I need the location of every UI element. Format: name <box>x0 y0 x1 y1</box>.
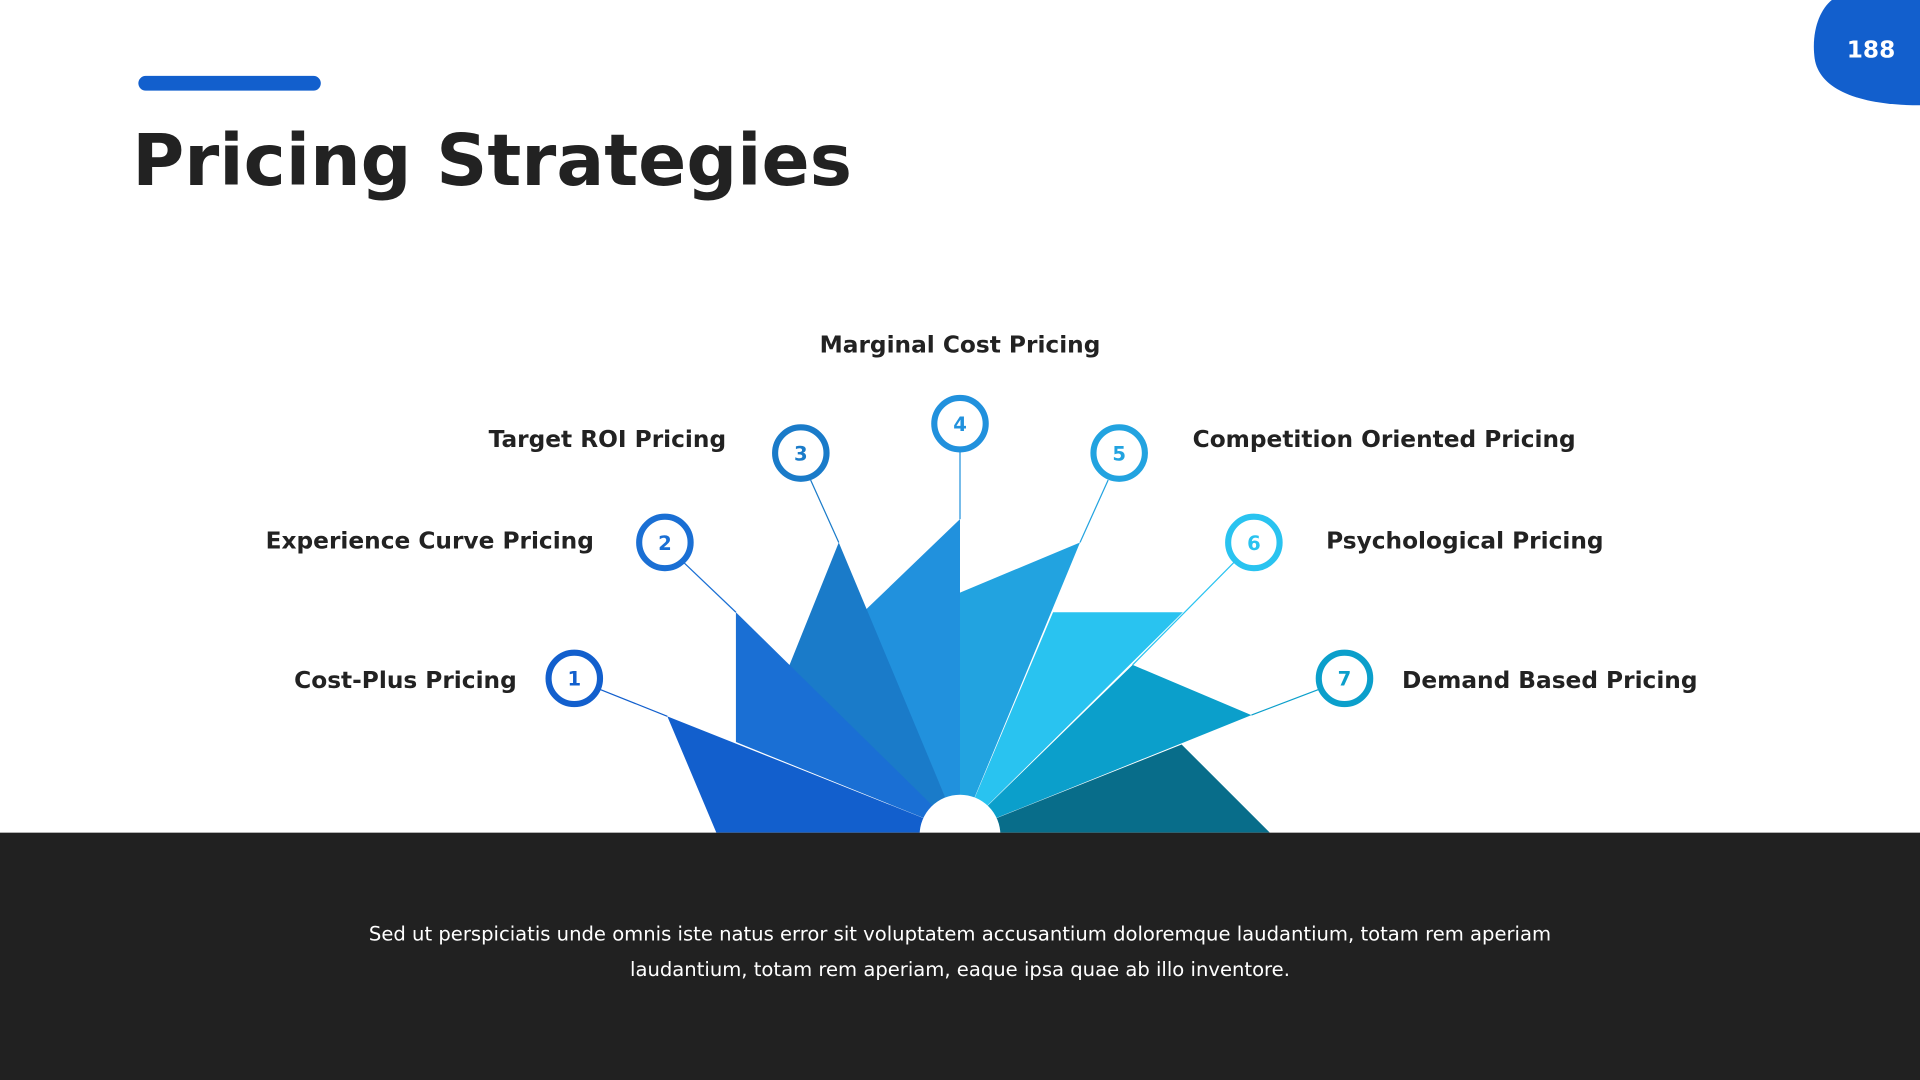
petal-5 <box>960 542 1080 833</box>
strategy-label-5: Competition Oriented Pricing <box>1193 426 1576 453</box>
connector-7 <box>1251 688 1319 716</box>
strategy-label-2: Experience Curve Pricing <box>266 528 594 555</box>
page-title: Pricing Strategies <box>132 119 852 202</box>
strategy-label-6: Psychological Pricing <box>1326 528 1603 555</box>
description-line-1: Sed ut perspiciatis unde omnis iste natu… <box>369 922 1551 945</box>
marker-7: 7 <box>1315 649 1374 708</box>
connector-2 <box>682 561 737 613</box>
marker-2: 2 <box>636 513 694 572</box>
marker-number: 4 <box>953 413 967 436</box>
strategy-label-3: Target ROI Pricing <box>489 426 726 453</box>
connector-5 <box>1079 479 1109 543</box>
marker-4: 4 <box>931 394 989 453</box>
fan-diagram <box>667 519 1270 876</box>
connector-3 <box>810 479 840 543</box>
page-number-badge <box>1813 0 1920 106</box>
footer-band <box>0 832 1920 1080</box>
petal-8 <box>960 744 1270 833</box>
strategy-label-7: Demand Based Pricing <box>1402 667 1697 694</box>
connector-6 <box>1132 561 1235 666</box>
marker-number: 2 <box>658 532 672 555</box>
petal-1 <box>667 716 960 833</box>
page-number: 188 <box>1847 37 1896 64</box>
petal-3 <box>788 542 960 833</box>
strategy-label-4: Marginal Cost Pricing <box>820 332 1101 359</box>
petal-4 <box>865 519 960 833</box>
marker-number: 5 <box>1112 442 1126 465</box>
marker-3: 3 <box>772 424 830 482</box>
marker-5: 5 <box>1090 424 1148 482</box>
title-accent-bar <box>138 75 321 91</box>
marker-6: 6 <box>1225 513 1283 572</box>
marker-1: 1 <box>545 649 604 708</box>
connector-1 <box>599 688 668 717</box>
petal-6 <box>960 612 1183 833</box>
petal-7 <box>960 664 1252 833</box>
marker-number: 1 <box>567 668 581 691</box>
marker-number: 3 <box>794 442 808 465</box>
marker-number: 6 <box>1247 532 1261 555</box>
strategy-label-1: Cost-Plus Pricing <box>294 667 517 694</box>
description-line-2: laudantium, totam rem aperiam, eaque ips… <box>630 958 1290 981</box>
marker-number: 7 <box>1338 668 1352 691</box>
